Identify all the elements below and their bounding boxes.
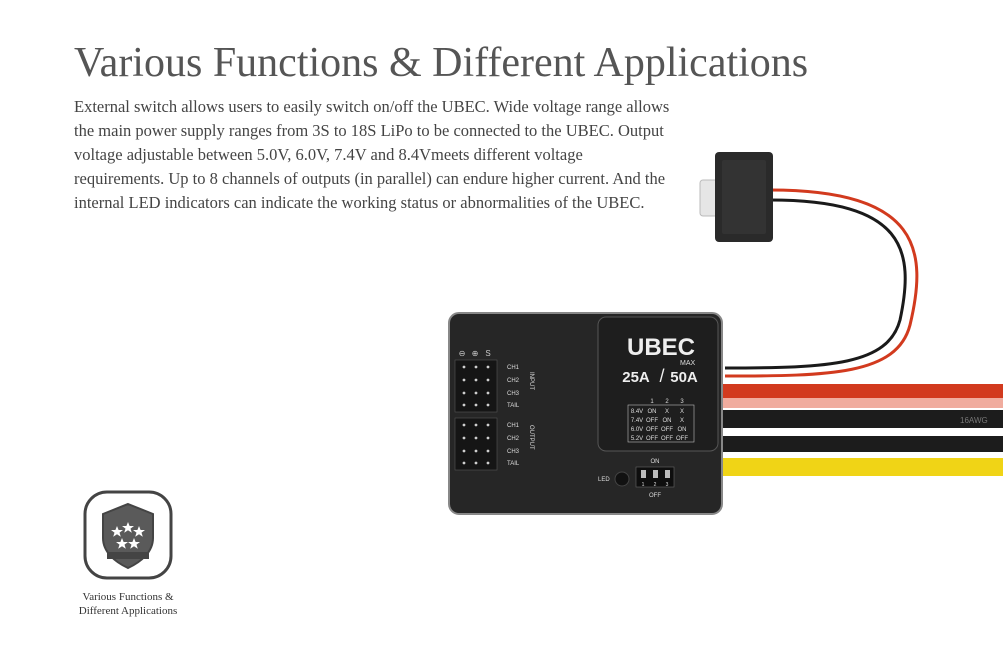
input-ch1-label: CH1 [507, 365, 520, 371]
max-rating-label: 50A [670, 369, 698, 386]
table-cell: OFF [646, 427, 658, 433]
table-cell: X [680, 409, 684, 415]
table-cell: OFF [646, 436, 658, 442]
shield-stars-icon [83, 490, 173, 580]
output-ch2-label: CH2 [507, 436, 520, 442]
dip-off-label: OFF [649, 493, 661, 499]
output-pin-header: CH1 CH2 CH3 TAIL OUTPUT [454, 417, 534, 471]
table-cell: 5.2V [631, 436, 643, 442]
input-label: INPUT [528, 372, 534, 390]
page-title: Various Functions & Different Applicatio… [74, 40, 809, 86]
input-pin-header: CH1 CH2 CH3 TAIL INPUT [454, 359, 534, 413]
led-indicator [614, 471, 630, 487]
badge-caption: Various Functions & Different Applicatio… [60, 590, 196, 618]
badge-caption-line1: Various Functions & [82, 591, 174, 603]
table-cell: ON [678, 427, 687, 433]
wire-gauge-label: 16AWG [960, 416, 988, 425]
external-switch [699, 152, 773, 242]
rating-divider: / [659, 366, 664, 386]
power-wires: 16AWG [700, 384, 1003, 476]
table-cell: 7.4V [631, 418, 643, 424]
badge-caption-line2: Different Applications [78, 605, 178, 617]
table-cell: ON [648, 409, 657, 415]
feature-badge: Various Functions & Different Applicatio… [60, 490, 196, 618]
output-tail-label: TAIL [507, 461, 520, 467]
dip-number: 2 [654, 482, 657, 488]
polarity-signal: S [485, 349, 490, 358]
table-cell: 6.0V [631, 427, 643, 433]
polarity-negative: ⊖ [459, 349, 466, 358]
output-label: OUTPUT [528, 425, 534, 450]
table-header-2: 2 [665, 399, 669, 405]
input-ch2-label: CH2 [507, 378, 520, 384]
dip-on-label: ON [651, 459, 660, 465]
table-cell: OFF [646, 418, 658, 424]
table-cell: OFF [661, 427, 673, 433]
rating-label: 25A [622, 369, 650, 386]
table-cell: X [665, 409, 669, 415]
dip-number: 1 [642, 482, 645, 488]
max-label: MAX [680, 360, 696, 367]
table-cell: ON [663, 418, 672, 424]
polarity-labels: ⊖ ⊕ S [459, 349, 491, 358]
table-cell: OFF [661, 436, 673, 442]
output-ch3-label: CH3 [507, 449, 520, 455]
led-label: LED [598, 477, 610, 483]
polarity-positive: ⊕ [472, 349, 479, 358]
feature-description: External switch allows users to easily s… [74, 97, 670, 212]
table-header-1: 1 [650, 399, 654, 405]
voltage-table: 1 2 3 8.4V ON X X 7.4V OFF ON X 6.0V OFF… [627, 399, 695, 443]
table-cell: X [680, 418, 684, 424]
input-ch3-label: CH3 [507, 391, 520, 397]
table-header-3: 3 [680, 399, 684, 405]
switch-wires [724, 188, 919, 378]
table-cell: 8.4V [631, 409, 643, 415]
dip-number: 3 [666, 482, 669, 488]
table-cell: OFF [676, 436, 688, 442]
input-tail-label: TAIL [507, 403, 520, 409]
brand-label: UBEC [627, 334, 695, 361]
output-ch1-label: CH1 [507, 423, 520, 429]
